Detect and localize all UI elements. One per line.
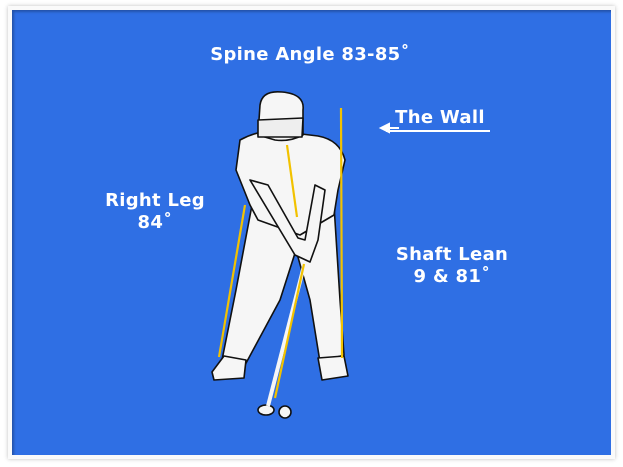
- right-leg-value: 84˚: [137, 212, 173, 233]
- spine-angle-label: Spine Angle 83-85˚: [210, 44, 410, 65]
- shaft-lean-value: 9 & 81˚: [413, 266, 491, 287]
- shaft-guide-line: [273, 263, 306, 399]
- right-leg-guide-line: [217, 204, 247, 358]
- golfer-right-foot: [317, 355, 349, 381]
- golfer-cap-brim: [257, 117, 304, 138]
- spine-guide-line: [285, 144, 299, 218]
- wall-guide-line: [339, 107, 344, 359]
- golfer-arms: [249, 179, 326, 263]
- golf-ball: [278, 405, 292, 419]
- the-wall-label: The Wall: [395, 107, 485, 128]
- club-head: [257, 404, 275, 416]
- right-leg-label: Right Leg: [105, 190, 205, 211]
- shaft-lean-label: Shaft Lean: [395, 244, 509, 265]
- golfer-left-foot: [211, 355, 247, 381]
